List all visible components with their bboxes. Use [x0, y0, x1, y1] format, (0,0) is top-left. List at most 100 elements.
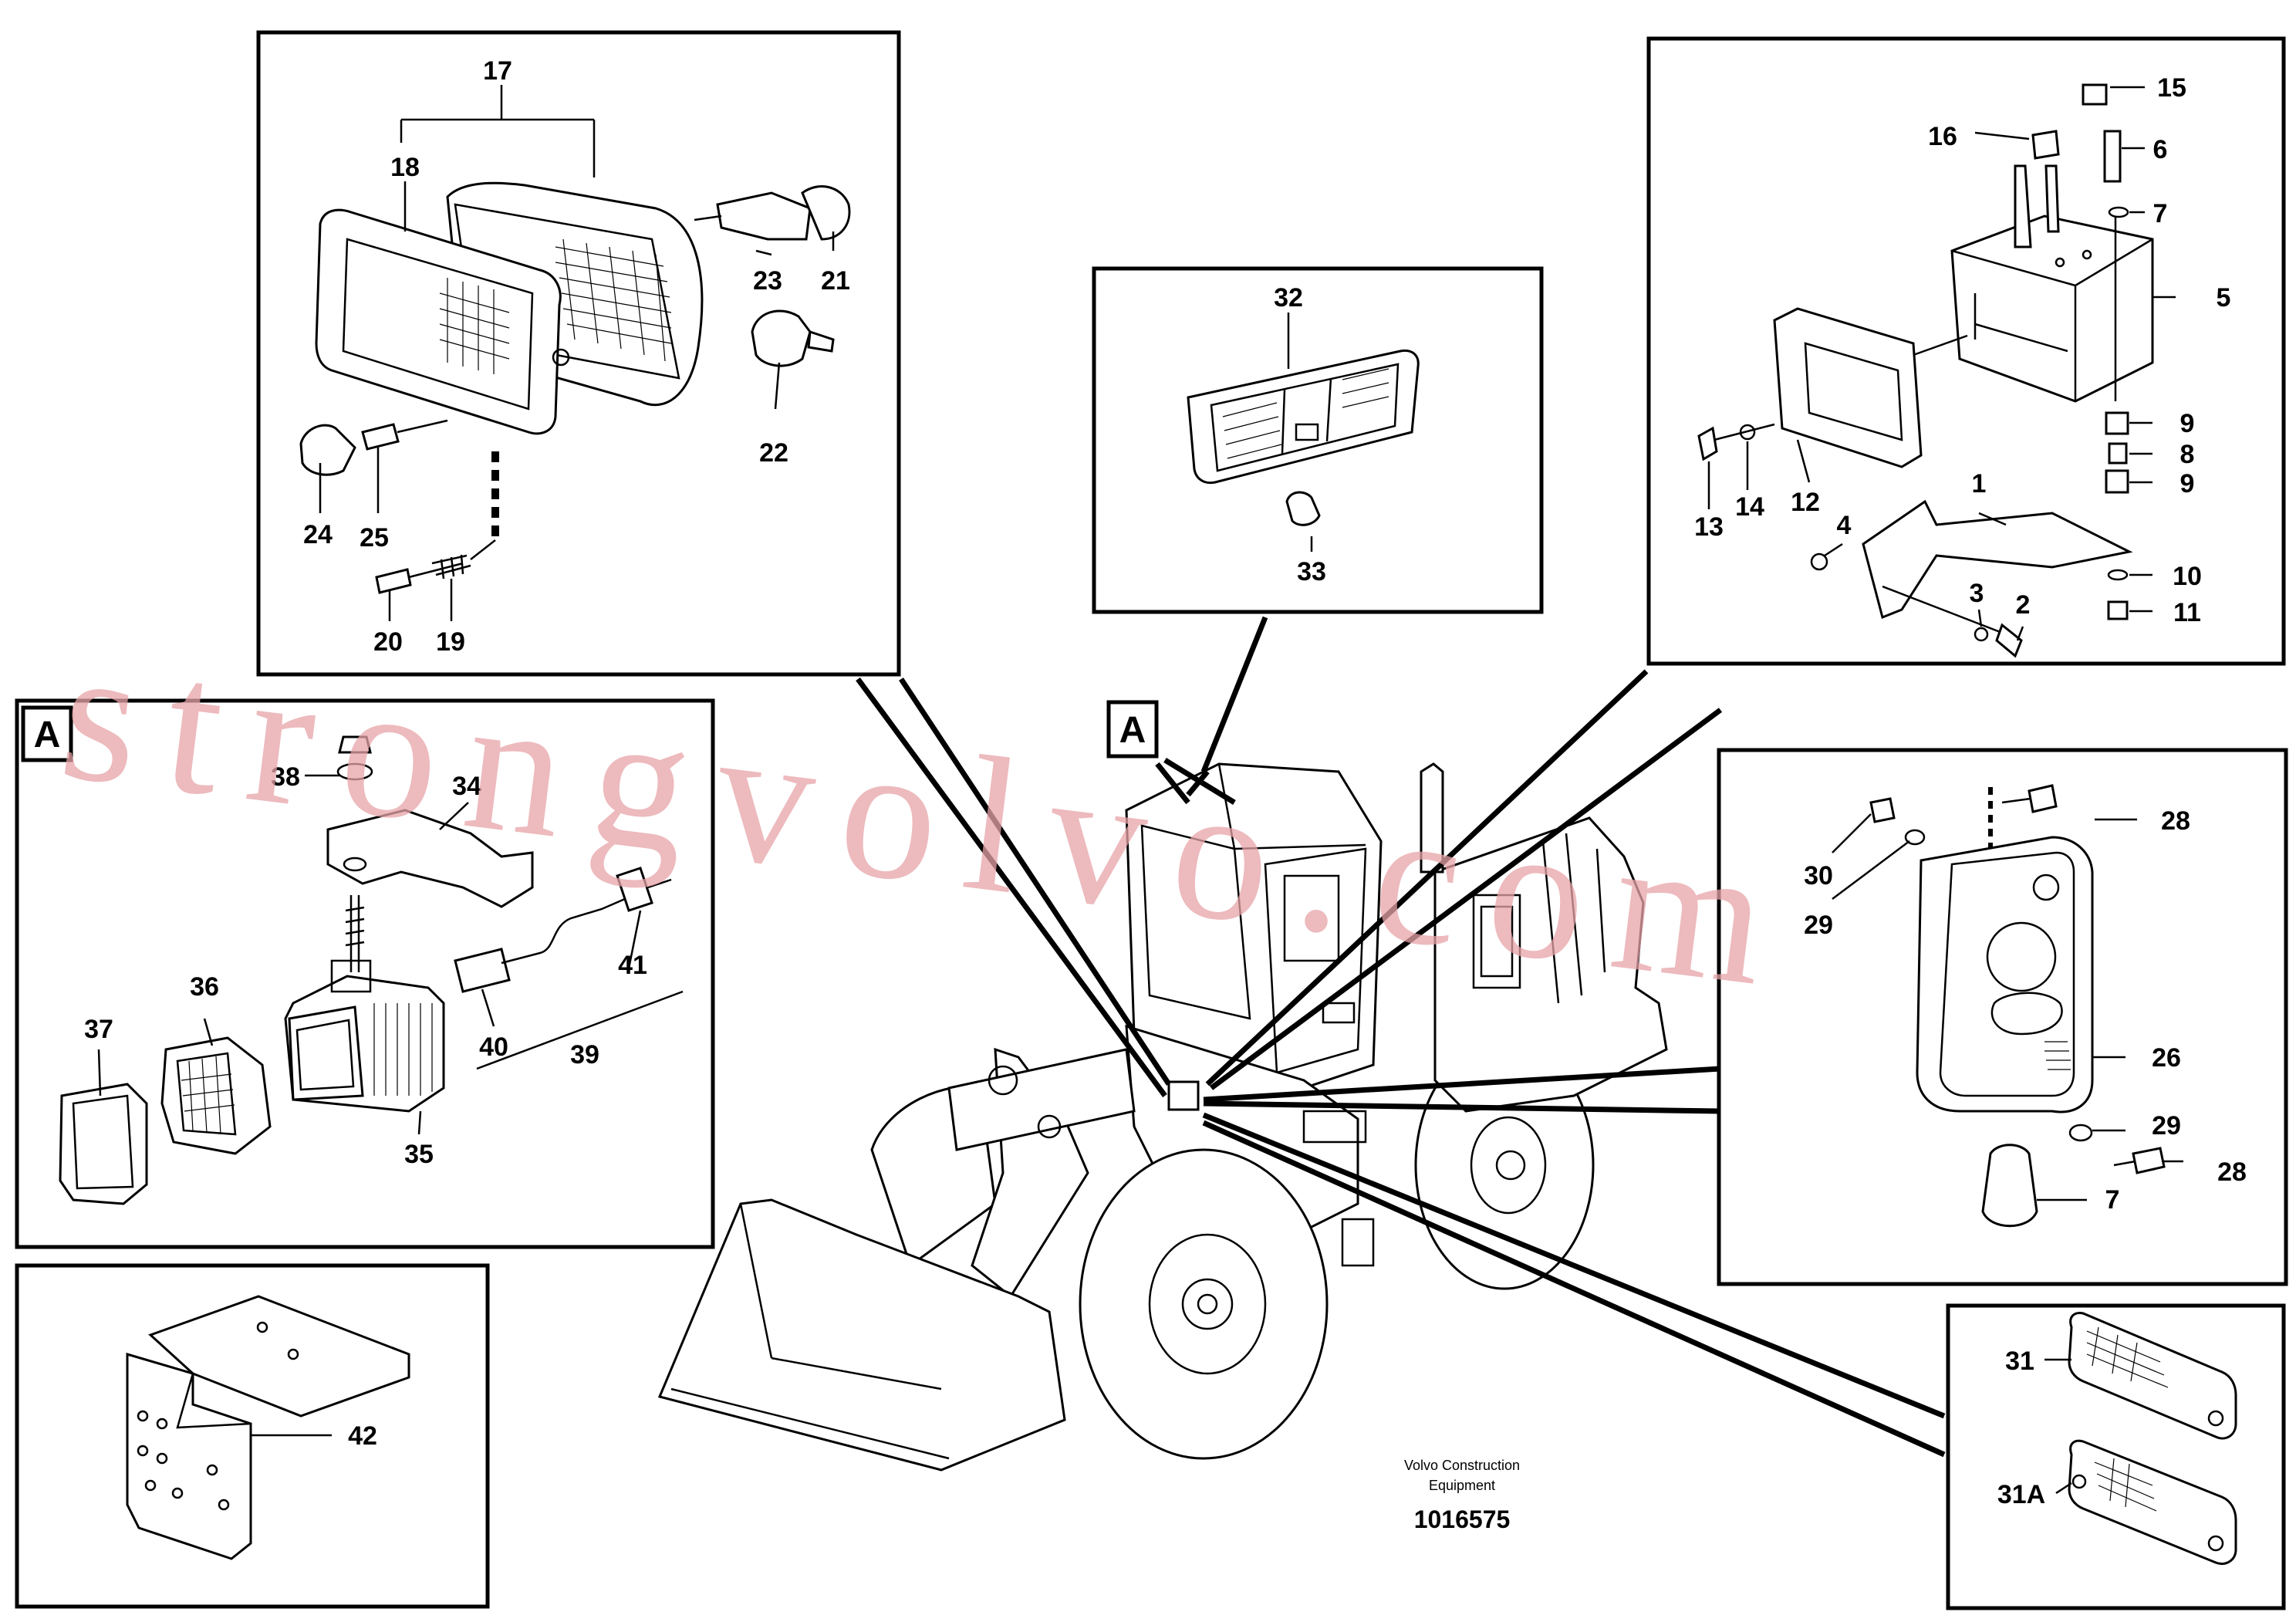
- callout-1: 1: [1972, 469, 1987, 498]
- callout-36: 36: [190, 972, 219, 1002]
- callout-8: 8: [2180, 440, 2195, 469]
- callout-29-bottom: 29: [2152, 1111, 2181, 1140]
- callout-7-top: 7: [2153, 199, 2168, 228]
- callout-18: 18: [390, 153, 420, 182]
- bolt-2: [1995, 623, 2023, 658]
- nut-38: [338, 735, 372, 754]
- nut-11: [2107, 600, 2129, 620]
- headlight-detail-panel: 17 18 23 21 22 24 25 20 19: [256, 30, 901, 677]
- callout-41: 41: [618, 951, 647, 980]
- washer-4: [1810, 552, 1828, 571]
- footer-company-line2: Equipment: [1429, 1478, 1495, 1493]
- bolt-6: [2103, 130, 2122, 183]
- callout-22: 22: [759, 438, 788, 468]
- bracket-34: [326, 809, 534, 908]
- bulb-21: [716, 191, 812, 241]
- bulb-socket-22: [751, 309, 812, 367]
- machine-marker-box: [1106, 700, 1159, 759]
- callout-9-lower: 9: [2180, 469, 2195, 498]
- pointer-lines: [856, 616, 1946, 1458]
- callout-5: 5: [2217, 283, 2231, 313]
- bushing-9b: [2105, 469, 2129, 494]
- callout-11: 11: [2173, 598, 2201, 627]
- reflector-31a: [2068, 1439, 2237, 1565]
- callout-33: 33: [1297, 557, 1326, 586]
- boom: [947, 1048, 1136, 1151]
- washer-29-top: [1904, 829, 1926, 846]
- cab-lamp-32: [1187, 349, 1420, 485]
- nut-16: [2031, 130, 2060, 160]
- washer-14: [1739, 424, 1756, 441]
- screw-20: [375, 568, 412, 594]
- callout-30: 30: [1804, 861, 1833, 890]
- detail-a-marker: A: [34, 715, 61, 755]
- plate-12: [1773, 307, 1923, 468]
- callout-35: 35: [404, 1140, 434, 1169]
- washer-10: [2107, 569, 2129, 581]
- rear-lamp-detail-panel: 28 30 29 26 29 28 7: [1717, 748, 2288, 1286]
- callout-7-bottom: 7: [2105, 1185, 2120, 1215]
- cab-light-detail-panel: 32 33: [1092, 266, 1544, 614]
- callout-3: 3: [1970, 579, 1984, 608]
- exhaust-pipe: [1420, 762, 1444, 874]
- callout-28-bottom: 28: [2217, 1157, 2247, 1187]
- callout-12: 12: [1791, 488, 1820, 517]
- bolt-13: [1697, 426, 1718, 461]
- detail-a-panel: A 38 34: [15, 698, 715, 1249]
- nut-15: [2082, 83, 2108, 106]
- callout-31a: 31A: [1997, 1480, 2045, 1509]
- callout-26: 26: [2152, 1043, 2181, 1073]
- bushing-9a: [2105, 411, 2129, 435]
- callout-20: 20: [373, 627, 403, 657]
- watermark-text: strongvolvo.com: [51, 605, 1805, 1029]
- connector-41: [616, 867, 653, 912]
- callout-21: 21: [821, 266, 850, 296]
- lamp-bracket-detail-panel: 15 16 6 7 5 9 8 9 10 11 1 12 14 13 4 3 2: [1646, 36, 2286, 666]
- washer-7a: [2108, 206, 2129, 218]
- machine-marker-label: A: [1119, 710, 1146, 751]
- callout-40: 40: [479, 1032, 508, 1062]
- bracket-1: [1862, 499, 2133, 620]
- callout-2: 2: [2016, 590, 2031, 620]
- connector-40: [454, 948, 511, 993]
- screw-28-bottom: [2132, 1147, 2166, 1174]
- screw-28-top: [2028, 784, 2058, 813]
- work-light: [1167, 1080, 1200, 1111]
- washer-29-bottom: [2068, 1124, 2093, 1142]
- footer-company-line1: Volvo Construction: [1404, 1458, 1520, 1473]
- callout-23: 23: [753, 266, 782, 296]
- bulb-7: [1981, 1144, 2038, 1228]
- engine-hood: [1433, 816, 1668, 1113]
- drawing-number: 1016575: [1414, 1505, 1511, 1533]
- screw-25: [361, 423, 400, 451]
- callout-17: 17: [483, 56, 512, 86]
- callout-32: 32: [1274, 283, 1303, 313]
- callout-42: 42: [348, 1421, 377, 1451]
- reflector-31: [2068, 1312, 2237, 1440]
- callout-19: 19: [436, 627, 465, 657]
- callout-24: 24: [303, 520, 333, 549]
- reflector-detail-panel: 31 31A: [1946, 1303, 2286, 1610]
- spring-19: [431, 554, 471, 580]
- bulb-33: [1285, 491, 1321, 526]
- callout-39: 39: [570, 1040, 599, 1070]
- callout-10: 10: [2173, 562, 2202, 591]
- bracket-box-5: [1950, 215, 2154, 403]
- callout-29-top: 29: [1804, 911, 1833, 940]
- callout-25: 25: [360, 523, 389, 552]
- callout-31: 31: [2005, 1347, 2034, 1376]
- frame-37: [59, 1083, 148, 1205]
- spacer-8: [2108, 442, 2128, 465]
- callout-34: 34: [452, 772, 481, 801]
- nut-30: [1869, 797, 1896, 823]
- plate-42-panel: 42: [15, 1263, 490, 1609]
- callout-13: 13: [1694, 512, 1724, 542]
- bucket: [657, 1198, 1066, 1472]
- callout-37: 37: [84, 1015, 113, 1044]
- front-wheel: [1079, 1148, 1329, 1460]
- callout-28-top: 28: [2161, 806, 2190, 836]
- washer-3: [1974, 627, 1989, 642]
- callout-6: 6: [2153, 135, 2168, 164]
